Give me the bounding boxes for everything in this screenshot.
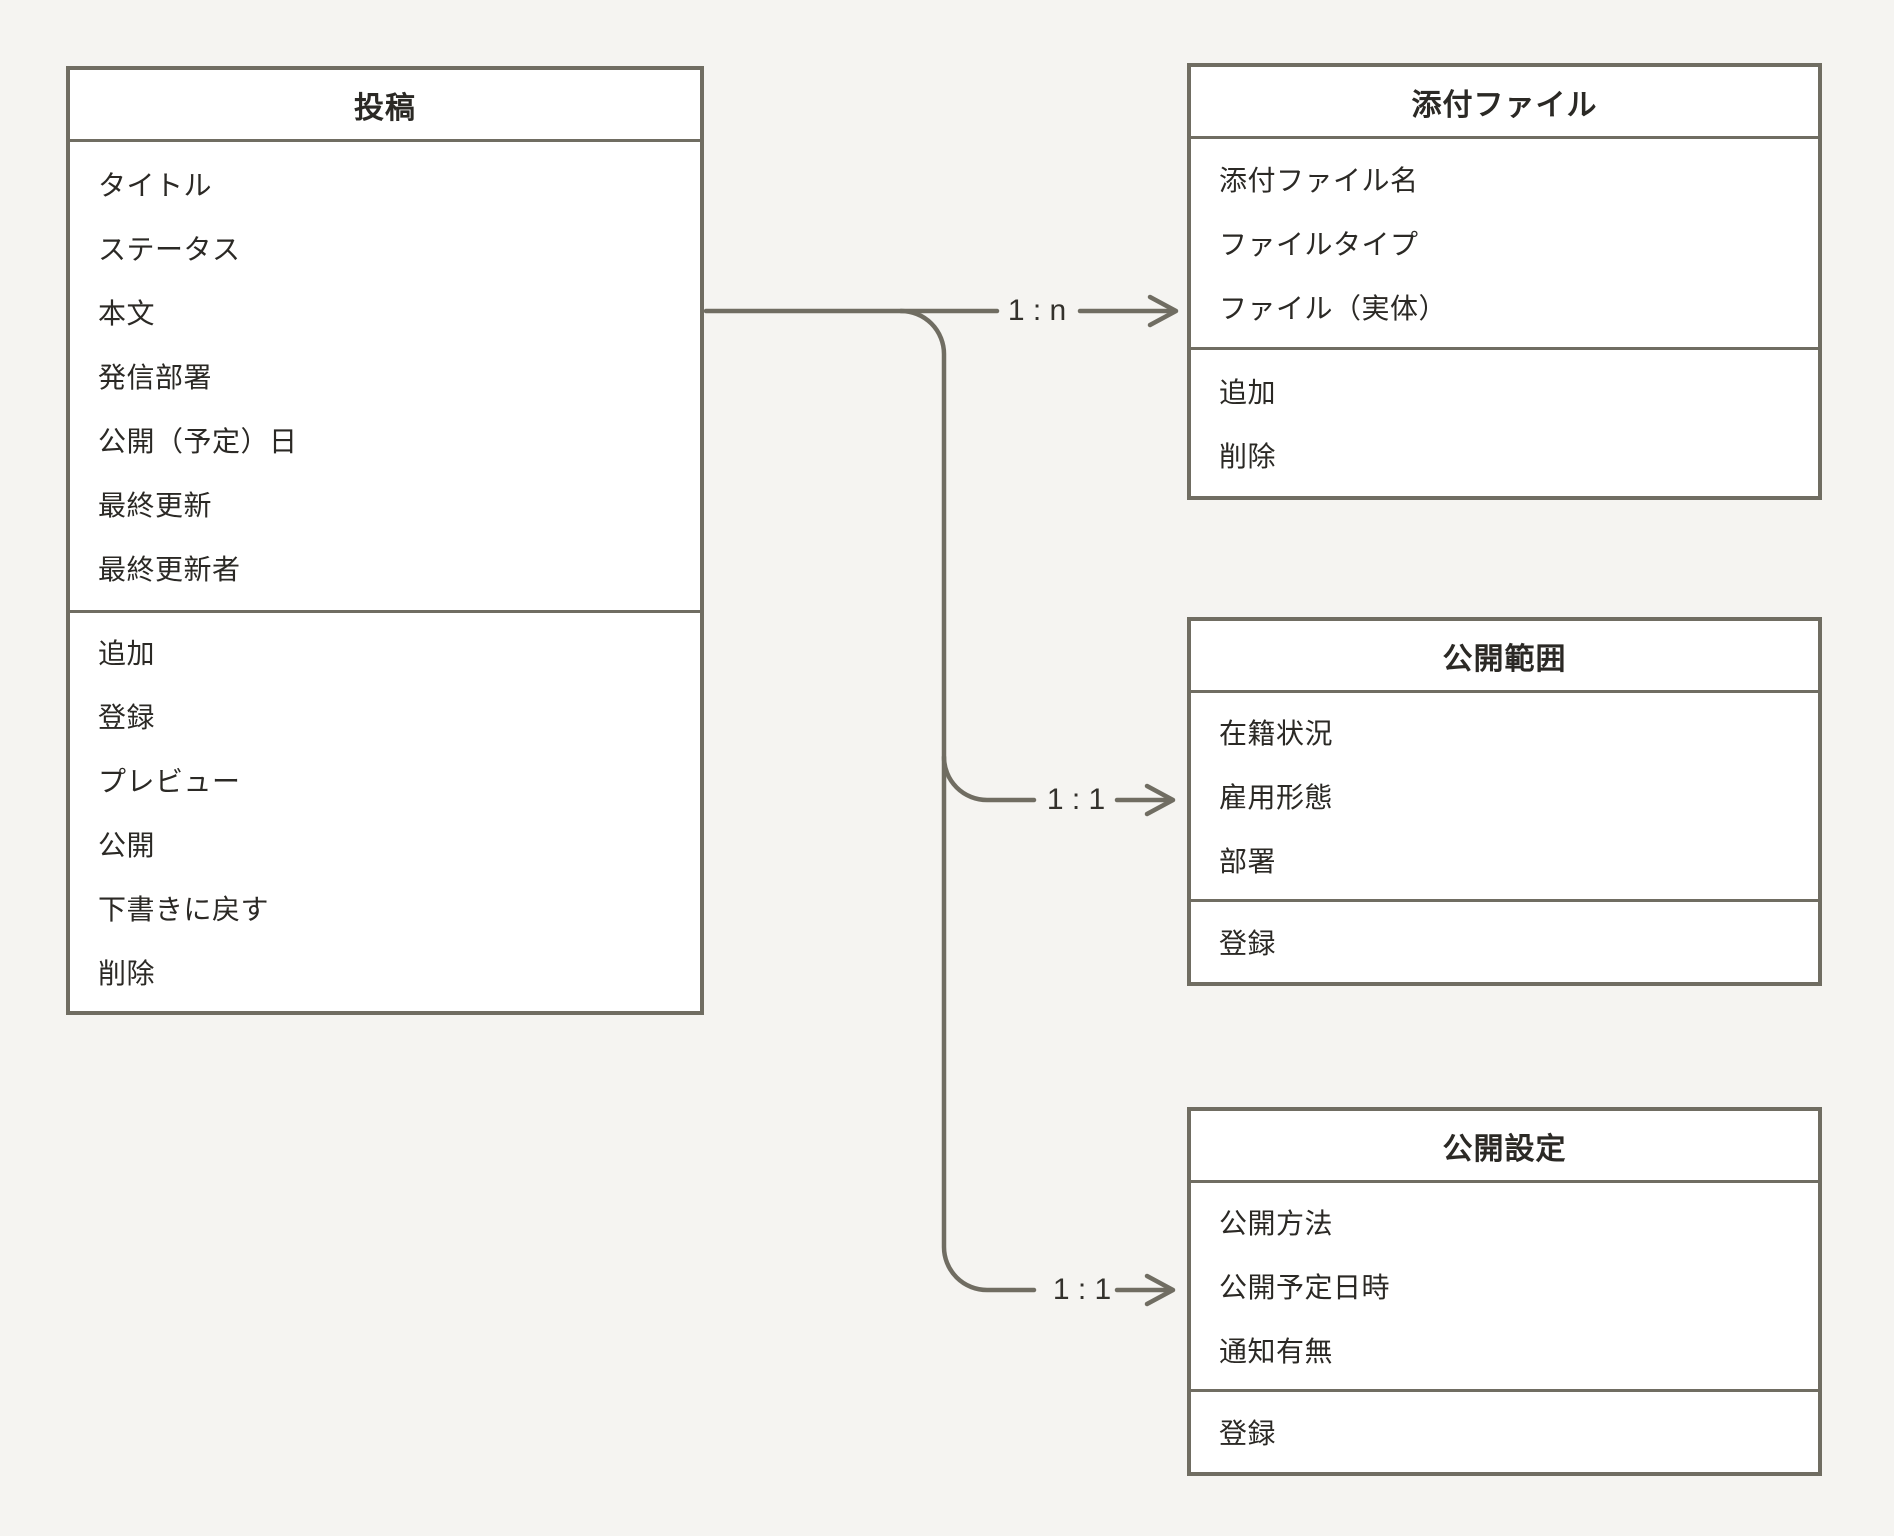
- entity-publication-settings-actions: 登録: [1191, 1389, 1818, 1472]
- entity-attribute: ファイル（実体）: [1219, 293, 1448, 324]
- entity-attribute: 発信部署: [98, 362, 213, 393]
- entity-attribute: ステータス: [98, 234, 241, 265]
- relation-label-11-settings: 1 : 1: [1052, 1273, 1112, 1306]
- entity-attachment-file-attributes: 添付ファイル名 ファイルタイプ ファイル（実体）: [1191, 139, 1818, 347]
- entity-action: 登録: [98, 702, 156, 733]
- entity-publication-scope-attributes: 在籍状況 雇用形態 部署: [1191, 693, 1818, 899]
- entity-attribute: 公開方法: [1219, 1208, 1334, 1239]
- entity-post: 投稿 タイトル ステータス 本文 発信部署 公開（予定）日 最終更新 最終更新者…: [66, 66, 704, 1015]
- entity-action: 削除: [98, 958, 156, 989]
- entity-attribute: 通知有無: [1219, 1336, 1334, 1367]
- entity-action: 登録: [1219, 1418, 1277, 1449]
- entity-attribute: タイトル: [98, 170, 213, 201]
- entity-attribute: 部署: [1219, 846, 1277, 877]
- entity-attachment-file: 添付ファイル 添付ファイル名 ファイルタイプ ファイル（実体） 追加 削除: [1187, 63, 1822, 500]
- entity-attribute: ファイルタイプ: [1219, 229, 1419, 260]
- entity-action: 削除: [1219, 441, 1277, 472]
- entity-attribute: 公開（予定）日: [98, 426, 298, 457]
- entity-post-actions: 追加 登録 プレビュー 公開 下書きに戻す 削除: [70, 610, 700, 1011]
- entity-publication-scope-actions: 登録: [1191, 899, 1818, 982]
- entity-action: 追加: [1219, 377, 1277, 408]
- relation-label-11-scope: 1 : 1: [1046, 783, 1106, 816]
- arrowhead-scope-icon: [1144, 783, 1176, 817]
- connector-trunk-vertical: [898, 308, 1037, 1293]
- entity-action: 下書きに戻す: [98, 894, 270, 925]
- entity-attribute: 添付ファイル名: [1219, 165, 1419, 196]
- entity-attachment-file-title: 添付ファイル: [1191, 67, 1818, 139]
- entity-attribute: 公開予定日時: [1219, 1272, 1391, 1303]
- entity-attribute: 本文: [98, 298, 156, 329]
- arrowhead-settings-icon: [1144, 1273, 1176, 1307]
- arrowhead-attachment-icon: [1147, 294, 1179, 328]
- entity-attribute: 最終更新者: [98, 554, 241, 585]
- entity-attribute: 雇用形態: [1219, 782, 1334, 813]
- entity-action: 追加: [98, 638, 156, 669]
- entity-attribute: 最終更新: [98, 490, 213, 521]
- entity-attribute: 在籍状況: [1219, 718, 1334, 749]
- entity-attachment-file-actions: 追加 削除: [1191, 347, 1818, 496]
- entity-publication-scope: 公開範囲 在籍状況 雇用形態 部署 登録: [1187, 617, 1822, 986]
- entity-publication-settings: 公開設定 公開方法 公開予定日時 通知有無 登録: [1187, 1107, 1822, 1476]
- entity-publication-scope-title: 公開範囲: [1191, 621, 1818, 693]
- entity-action: プレビュー: [98, 766, 241, 797]
- entity-action: 登録: [1219, 928, 1277, 959]
- entity-post-attributes: タイトル ステータス 本文 発信部署 公開（予定）日 最終更新 最終更新者: [70, 142, 700, 610]
- entity-post-title: 投稿: [70, 70, 700, 142]
- entity-publication-settings-attributes: 公開方法 公開予定日時 通知有無: [1191, 1183, 1818, 1389]
- entity-publication-settings-title: 公開設定: [1191, 1111, 1818, 1183]
- relation-label-1n: 1 : n: [1007, 294, 1067, 327]
- entity-action: 公開: [98, 830, 156, 861]
